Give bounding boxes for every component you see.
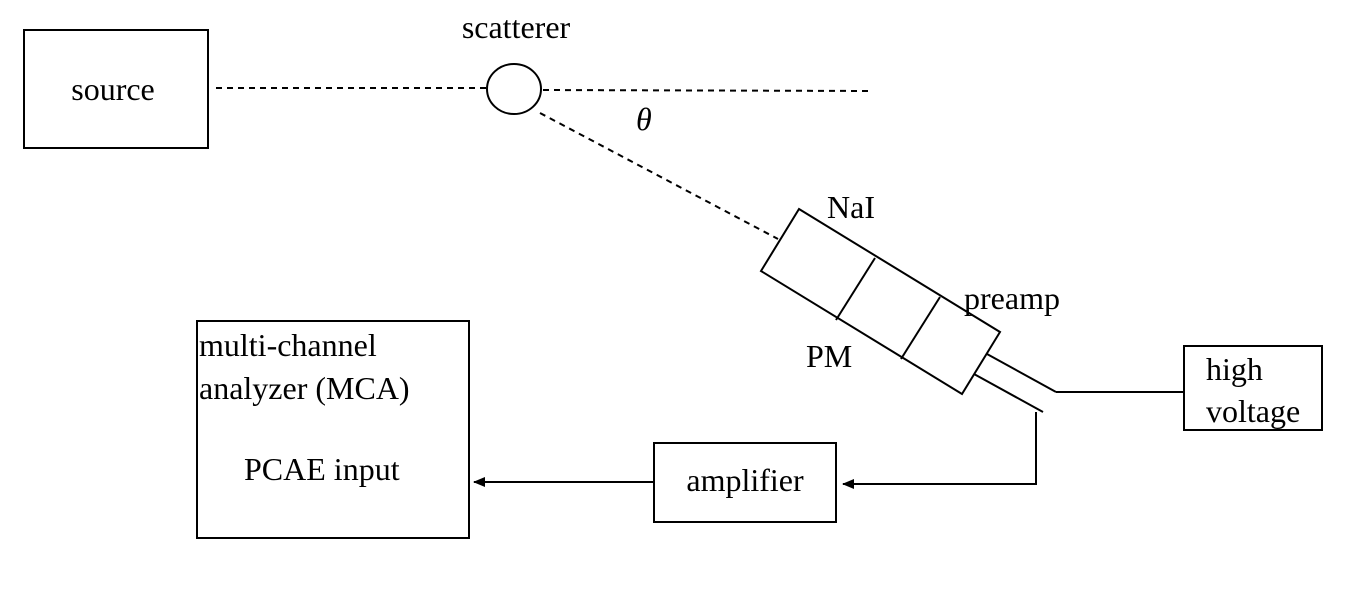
hv-cable-diagonal (986, 353, 1057, 393)
detector-assembly (759, 207, 1002, 396)
mca-input-label: PCAE input (244, 451, 400, 487)
amplifier-label: amplifier (686, 462, 804, 498)
scattered-beam-line (539, 112, 779, 240)
mca-label-line2: analyzer (MCA) (199, 370, 410, 406)
amplifier-box (653, 442, 837, 523)
pm-label: PM (806, 338, 852, 374)
preamp-label: preamp (964, 280, 1060, 316)
high-voltage-box (1183, 345, 1323, 431)
source-box (23, 29, 209, 149)
scatterer-label: scatterer (462, 9, 571, 45)
high-voltage-label-line1: high (1206, 351, 1263, 387)
detector-body (759, 207, 1002, 396)
nai-label: NaI (827, 189, 875, 225)
nai-pm-divider (835, 257, 876, 321)
scatterer-circle (486, 63, 542, 115)
pm-preamp-divider (900, 296, 941, 360)
transmitted-beam-line (542, 89, 869, 92)
high-voltage-label-line2: voltage (1206, 393, 1300, 429)
signal-cable (842, 412, 1037, 489)
theta-label: θ (636, 101, 652, 137)
mca-box (196, 320, 470, 539)
mca-label-line1: multi-channel (199, 327, 377, 363)
signal-cable-diagonal (973, 373, 1044, 413)
source-label: source (71, 71, 155, 107)
